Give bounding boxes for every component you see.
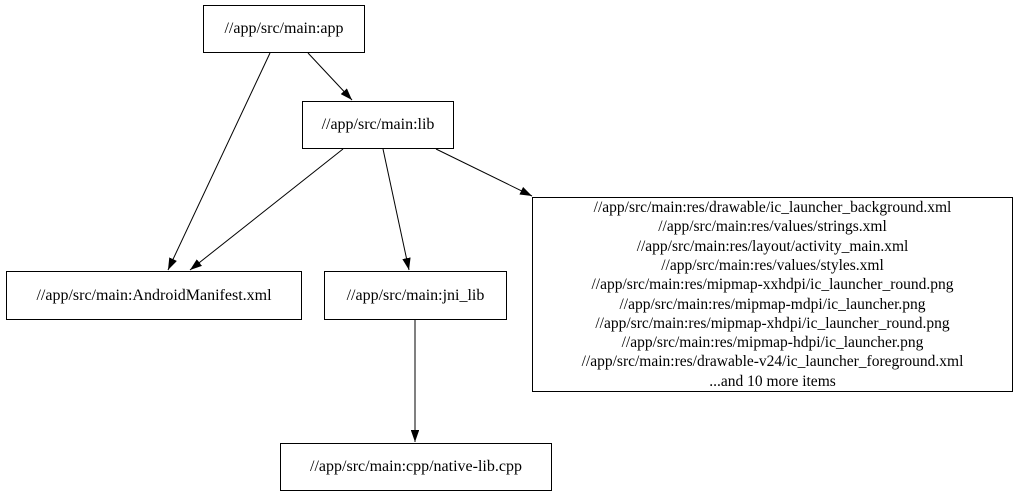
node-jni-lib-label: //app/src/main:jni_lib <box>346 286 485 304</box>
node-lib: //app/src/main:lib <box>302 101 454 149</box>
res-item: //app/src/main:res/values/strings.xml <box>658 218 887 236</box>
res-item: //app/src/main:res/mipmap-mdpi/ic_launch… <box>619 295 926 313</box>
res-item: //app/src/main:res/mipmap-xxhdpi/ic_laun… <box>591 276 954 294</box>
node-native-cpp: //app/src/main:cpp/native-lib.cpp <box>280 443 552 491</box>
edge-lib-to-manifest <box>189 148 344 271</box>
edge-app-to-lib <box>307 52 353 101</box>
res-item: //app/src/main:res/drawable-v24/ic_launc… <box>581 353 964 371</box>
res-item: //app/src/main:res/mipmap-xhdpi/ic_launc… <box>595 314 950 332</box>
res-item: //app/src/main:res/mipmap-hdpi/ic_launch… <box>621 334 924 352</box>
node-lib-label: //app/src/main:lib <box>321 116 435 133</box>
node-res-group: //app/src/main:res/drawable/ic_launcher_… <box>532 197 1013 392</box>
node-android-manifest: //app/src/main:AndroidManifest.xml <box>6 271 302 320</box>
edge-lib-to-res-group <box>435 148 533 197</box>
node-app-label: //app/src/main:app <box>224 20 344 37</box>
res-item: //app/src/main:res/values/styles.xml <box>661 256 884 274</box>
edge-app-to-manifest <box>167 52 271 271</box>
res-item: //app/src/main:res/layout/activity_main.… <box>636 237 909 255</box>
node-android-manifest-label: //app/src/main:AndroidManifest.xml <box>36 286 272 304</box>
edge-lib-to-jni-lib <box>382 148 411 271</box>
node-jni-lib: //app/src/main:jni_lib <box>324 271 507 320</box>
res-item: //app/src/main:res/drawable/ic_launcher_… <box>593 199 952 217</box>
res-more-items: ...and 10 more items <box>709 372 836 390</box>
node-native-cpp-label: //app/src/main:cpp/native-lib.cpp <box>310 458 522 475</box>
node-app: //app/src/main:app <box>203 5 365 53</box>
